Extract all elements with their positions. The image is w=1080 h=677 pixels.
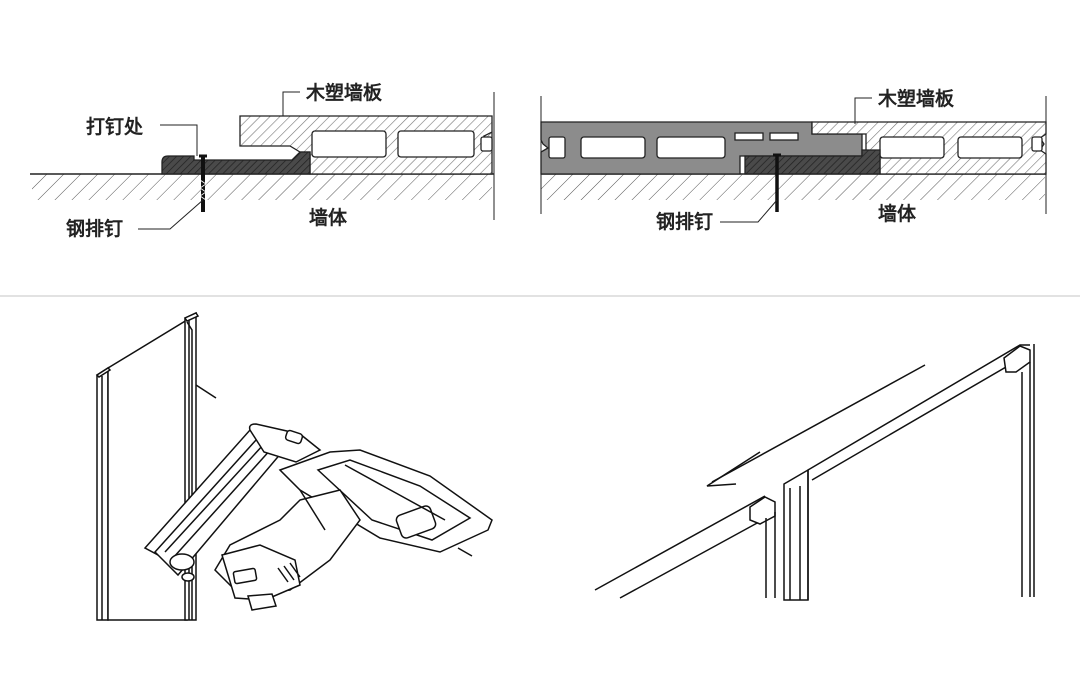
nail-pointer (195, 384, 217, 399)
top-left-section: 打钉处 木塑墙板 钢排钉 墙体 (30, 81, 495, 240)
panel-cavity-left-3 (480, 136, 493, 152)
wpc-panel-iso-left (594, 495, 776, 599)
bottom-left-nailgun-illustration (95, 311, 493, 621)
nail-gun-icon (143, 423, 493, 611)
panel-cavity-right-6 (1031, 136, 1043, 152)
insert-direction-arrow-icon (706, 364, 926, 487)
panel-cavity-right-5 (957, 136, 1023, 159)
label-nail-right: 钢排钉 (656, 210, 713, 233)
leader-panel-right (854, 97, 872, 124)
leader-nail-right (720, 199, 778, 223)
steel-nail-left (199, 154, 207, 212)
bottom-right-panel-join-illustration (594, 344, 1035, 601)
panel-cavity-left-1 (311, 130, 387, 158)
leader-nail-point-left (160, 124, 198, 156)
leader-panel-left (282, 91, 300, 116)
panel-slot-right-1 (734, 132, 764, 141)
panel-cavity-right-3 (656, 136, 726, 159)
panel-cavity-left-2 (397, 130, 475, 158)
wpc-panel-iso-right (783, 344, 1035, 601)
panel-cavity-right-1 (548, 136, 566, 159)
leader-nail-left (138, 199, 204, 230)
wall-hatch-right (541, 174, 1045, 200)
wall-hatch-left (32, 174, 492, 200)
panel-cavity-right-2 (580, 136, 646, 159)
vent-grille (277, 562, 301, 583)
label-panel-left: 木塑墙板 (305, 81, 383, 104)
steel-nail-right (773, 153, 781, 212)
panel-cavity-right-4 (879, 136, 945, 159)
top-right-section: 木塑墙板 钢排钉 墙体 (540, 87, 1047, 233)
steel-clip-left (161, 151, 311, 175)
panel-slot-right-2 (769, 132, 799, 141)
label-nail-point: 打钉处 (86, 115, 144, 138)
label-wall-right: 墙体 (878, 202, 917, 225)
label-panel-right: 木塑墙板 (877, 87, 955, 110)
label-wall-left: 墙体 (309, 206, 348, 229)
label-nail-left: 钢排钉 (66, 217, 123, 240)
